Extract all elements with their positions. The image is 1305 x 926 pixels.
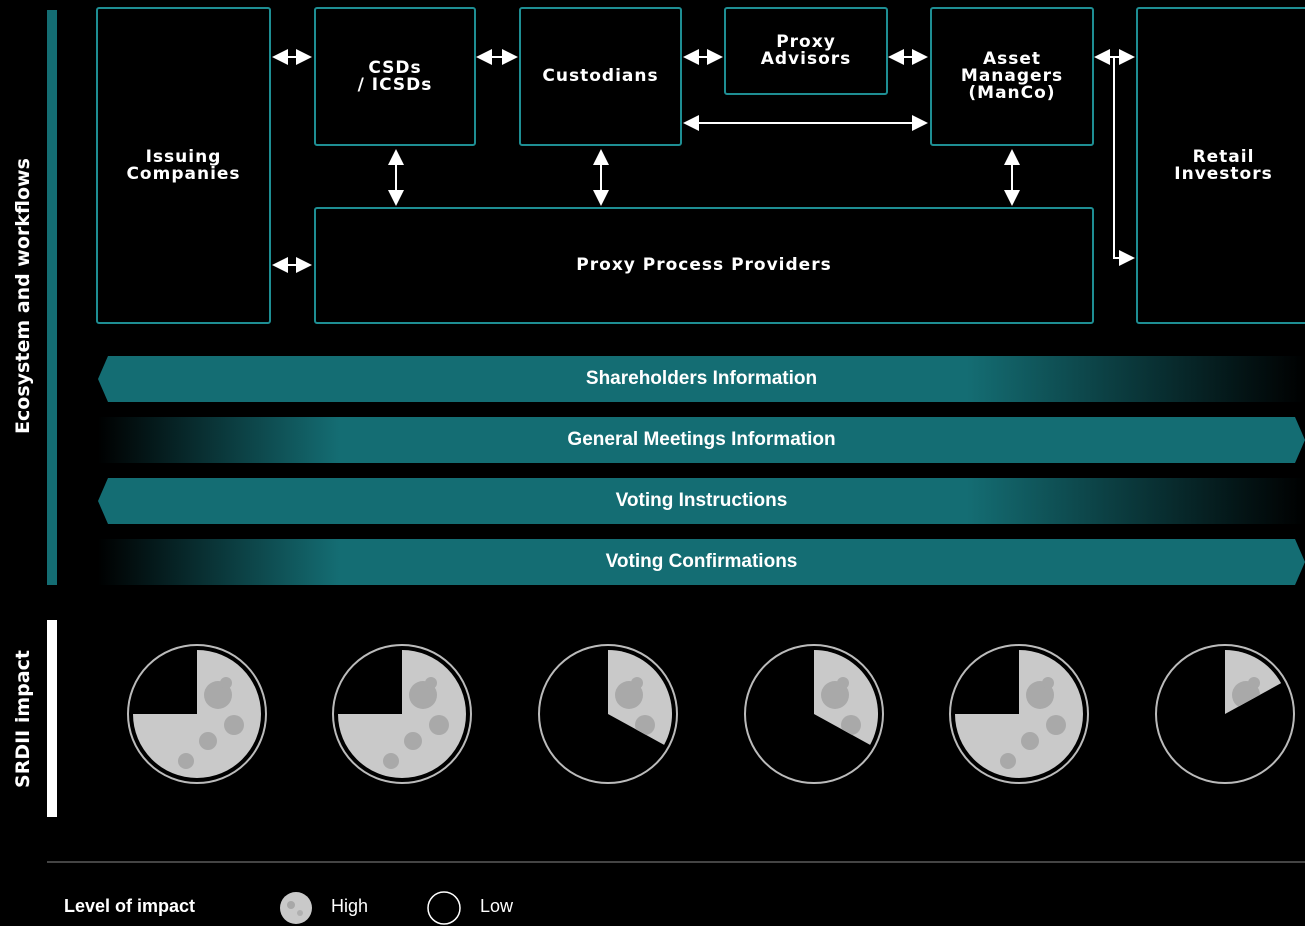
box-issuing-companies: Issuing Companies <box>96 7 271 324</box>
flow-band-right <box>98 539 1305 585</box>
impact-moon <box>1155 644 1295 784</box>
box-custodians: Custodians <box>519 7 682 146</box>
box-asset-managers: Asset Managers (ManCo) <box>930 7 1094 146</box>
impact-moon <box>538 644 678 784</box>
box-proxy-process-providers: Proxy Process Providers <box>314 207 1094 324</box>
flow-band-right <box>98 417 1305 463</box>
flow-band-left <box>98 478 1305 524</box>
moon-craters <box>178 677 244 769</box>
legend-high-label: High <box>331 896 369 916</box>
impact-moon <box>744 644 884 784</box>
flow-general-meetings-information: General Meetings Information <box>98 417 1305 463</box>
flow-shareholders-information: Shareholders Information <box>98 356 1305 402</box>
box-proxy-advisors: Proxy Advisors <box>724 7 888 95</box>
impact-moon <box>949 644 1089 784</box>
connector-arrows <box>272 49 1135 273</box>
impact-bar <box>47 620 57 817</box>
legend-divider <box>47 861 1305 863</box>
impact-label: SRDII impact <box>12 650 34 788</box>
moon-craters <box>383 677 449 769</box>
flow-band-left <box>98 356 1305 402</box>
flow-label: Shareholders Information <box>585 368 818 389</box>
legend-low-icon <box>427 891 461 925</box>
legend-low-label: Low <box>480 896 514 916</box>
moon-craters <box>1000 677 1066 769</box>
impact-moon <box>332 644 472 784</box>
flow-voting-confirmations: Voting Confirmations <box>98 539 1305 585</box>
box-csds: CSDs / ICSDs <box>314 7 476 146</box>
moon-craters <box>816 677 861 745</box>
legend-high-icon <box>280 892 312 924</box>
impact-moon <box>127 644 267 784</box>
arrow-retail-proxy <box>1113 57 1135 266</box>
ecosystem-bar <box>47 10 57 585</box>
flow-voting-instructions: Voting Instructions <box>98 478 1305 524</box>
box-retail-investors: Retail Investors <box>1136 7 1305 324</box>
flow-label: Voting Confirmations <box>605 551 798 572</box>
flow-label: Voting Instructions <box>615 490 788 511</box>
flow-label: General Meetings Information <box>567 429 836 450</box>
legend-title: Level of impact <box>64 896 196 916</box>
